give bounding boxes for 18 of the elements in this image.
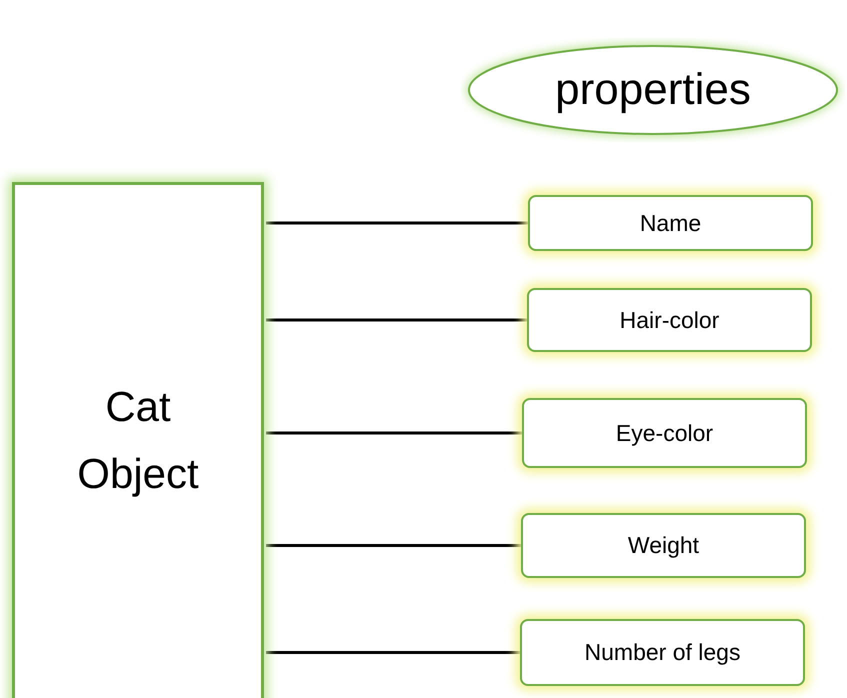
node-label: Number of legs: [584, 638, 740, 668]
connector-line: [266, 222, 528, 224]
node-label: Name: [640, 208, 702, 238]
connector-line: [266, 318, 527, 322]
node-label: Weight: [628, 531, 700, 560]
node-label: Hair-color: [620, 306, 720, 335]
property-box: [522, 398, 807, 468]
node-label: Cat Object: [76, 382, 200, 500]
connector-line: [266, 432, 522, 434]
connector-line: [266, 544, 521, 547]
property-box: [527, 288, 812, 352]
node-label: properties: [555, 65, 751, 114]
property-box: [520, 619, 805, 686]
property-box: [528, 195, 813, 251]
property-box: [521, 513, 806, 578]
node-label: Eye-color: [616, 418, 714, 448]
object-box: [12, 182, 264, 698]
connector-line: [266, 651, 520, 654]
